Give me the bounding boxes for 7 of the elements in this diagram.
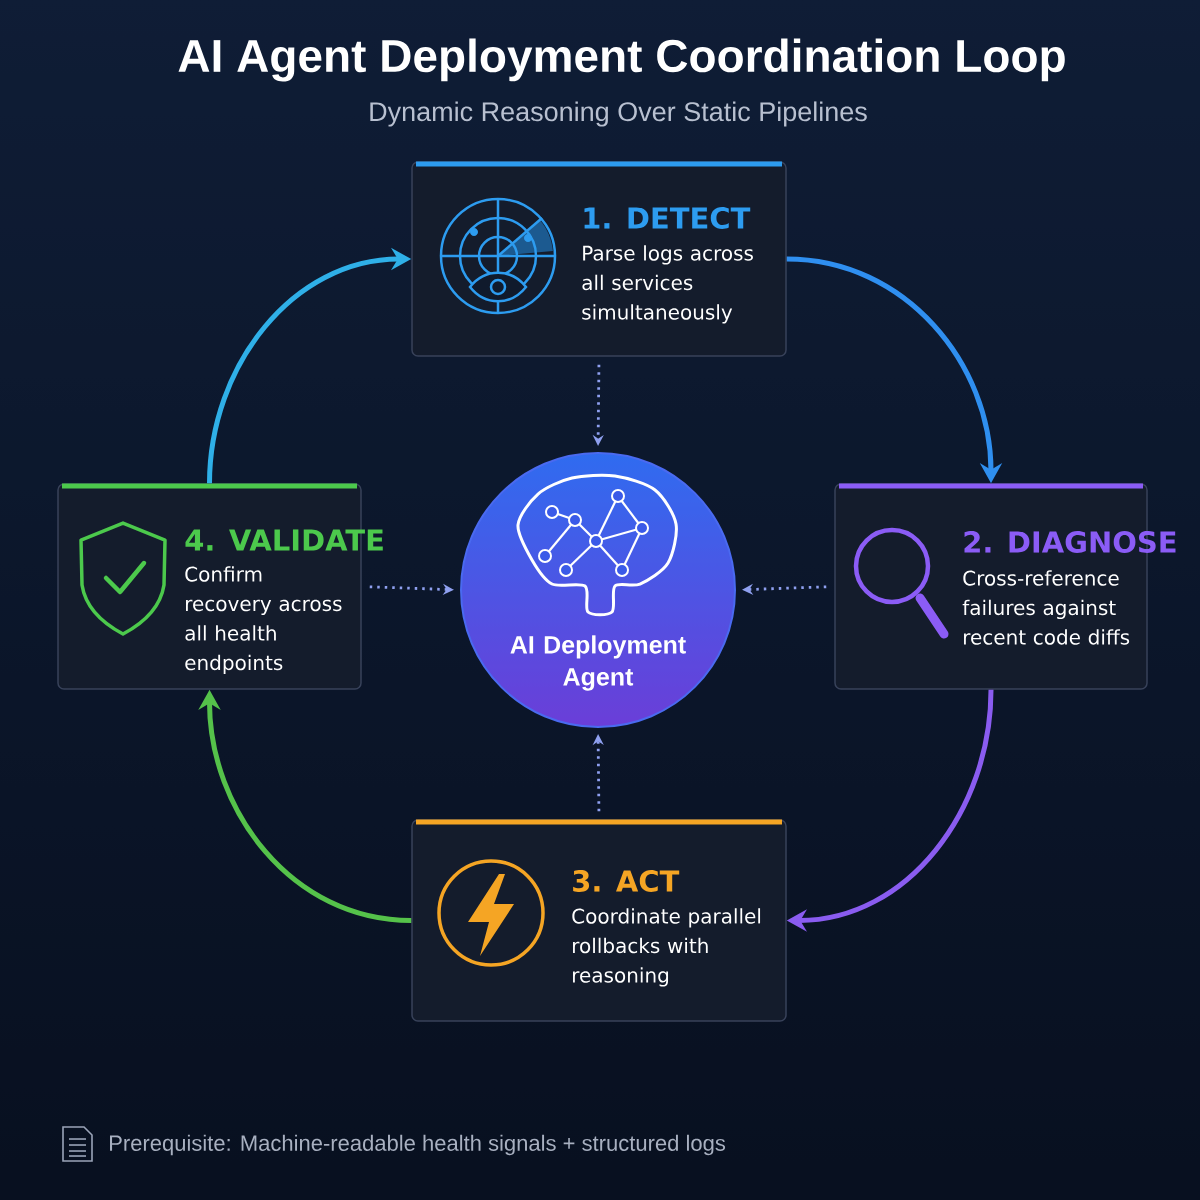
step-card: 1. DETECT Parse logs across all services simultaneously [411,161,787,357]
step-card: 2. DIAGNOSE Cross-reference failures against recent code diffs [834,483,1176,690]
footnote: Prerequisite: Machine-readable health signals + structured logs [110,1134,726,1156]
title: AI Agent Deployment Coordination Loop [178,38,1065,82]
step-card: 4. VALIDATE Confirm recovery across all health endpoints [57,483,383,690]
step-card: 3. ACT Coordinate parallel rollbacks with reasoning [411,819,787,1022]
subtitle: Dynamic Reasoning Over Static Pipelines [370,101,867,127]
